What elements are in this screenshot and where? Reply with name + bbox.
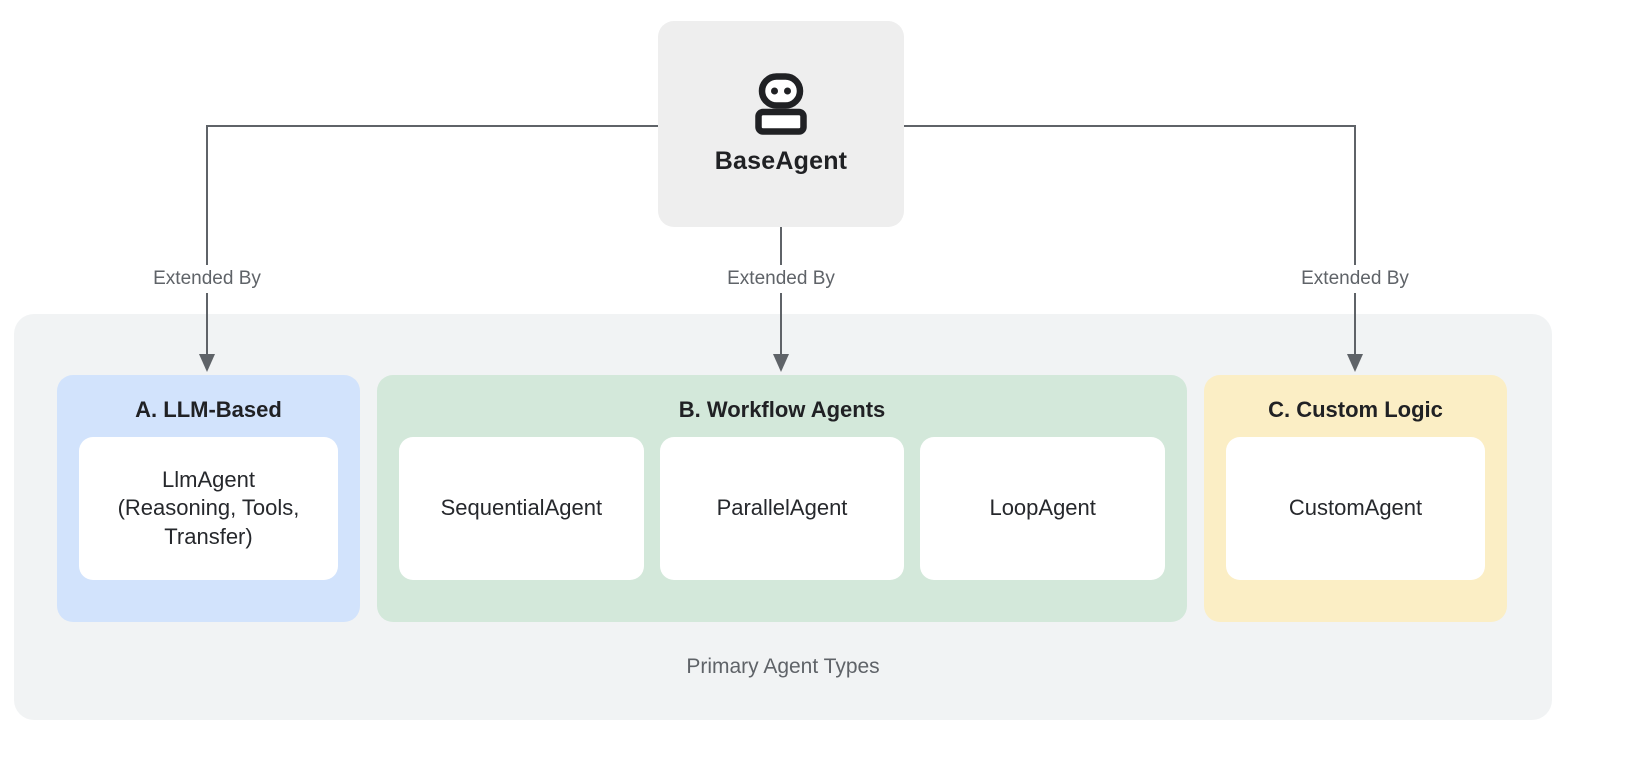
node-base-agent: BaseAgent	[658, 21, 904, 227]
card-sequential-agent: SequentialAgent	[399, 437, 644, 580]
edge-label-extended-by: Extended By	[143, 265, 271, 293]
section-workflow-agents-cards: SequentialAgent ParallelAgent LoopAgent	[377, 437, 1187, 580]
edge-label-extended-by: Extended By	[1291, 265, 1419, 293]
section-workflow-agents: B. Workflow Agents SequentialAgent Paral…	[377, 375, 1187, 622]
section-custom-logic: C. Custom Logic CustomAgent	[1204, 375, 1507, 622]
arrowhead-down-icon	[199, 354, 215, 372]
section-custom-logic-cards: CustomAgent	[1204, 437, 1507, 580]
card-custom-agent: CustomAgent	[1226, 437, 1485, 580]
card-llm-agent: LlmAgent (Reasoning, Tools, Transfer)	[79, 437, 338, 580]
section-llm-based-title: A. LLM-Based	[135, 397, 282, 422]
arrowhead-down-icon	[773, 354, 789, 372]
card-loop-agent: LoopAgent	[920, 437, 1166, 580]
section-llm-based: A. LLM-Based LlmAgent (Reasoning, Tools,…	[57, 375, 360, 622]
robot-icon	[755, 72, 807, 135]
card-parallel-agent: ParallelAgent	[659, 437, 905, 580]
group-caption: Primary Agent Types	[686, 655, 880, 678]
primary-agent-types-group: A. LLM-Based LlmAgent (Reasoning, Tools,…	[14, 314, 1552, 720]
node-base-agent-label: BaseAgent	[714, 146, 848, 175]
section-workflow-agents-title: B. Workflow Agents	[678, 397, 886, 422]
arrowhead-down-icon	[1347, 354, 1363, 372]
section-custom-logic-title: C. Custom Logic	[1268, 397, 1443, 422]
edge-label-extended-by: Extended By	[717, 265, 845, 293]
section-llm-based-cards: LlmAgent (Reasoning, Tools, Transfer)	[57, 437, 360, 580]
